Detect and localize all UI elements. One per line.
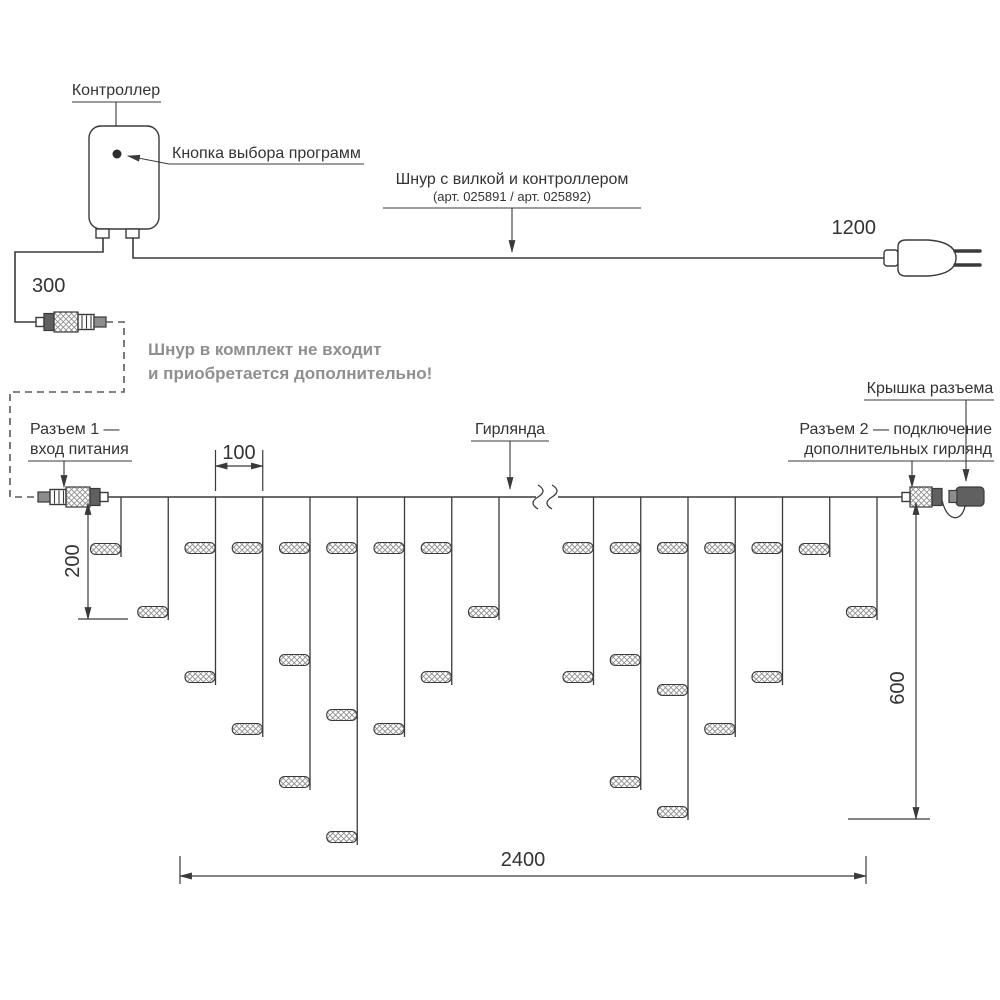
program-button-label: Кнопка выбора программ (172, 145, 361, 162)
lamp (231, 722, 263, 736)
lamp (845, 605, 878, 619)
lamp (278, 775, 311, 789)
connector1-label-line2: вход питания (30, 441, 129, 458)
cap-tether (941, 499, 966, 519)
connector2-label-line1: Разъем 2 — подключение (799, 421, 992, 438)
controller-box (88, 125, 160, 230)
lamp (704, 722, 736, 736)
connector-stub (99, 491, 109, 503)
dim-600: 600 (848, 501, 930, 821)
lamp (420, 670, 452, 684)
garland-drops (89, 497, 878, 845)
connector-2 (901, 486, 985, 519)
lamp (704, 541, 736, 555)
break-mark (532, 484, 544, 510)
dim-200-label: 200 (62, 544, 84, 577)
lamp (751, 541, 783, 555)
dim-2400: 2400 (178, 849, 868, 884)
connector-cap (955, 486, 985, 507)
connector1-label-line1: Разъем 1 — (30, 421, 120, 438)
plug-body (897, 239, 957, 277)
lamp (184, 670, 216, 684)
garland-label: Гирлянда (475, 421, 545, 438)
lamp (656, 683, 689, 697)
garland-callout: Гирлянда (471, 421, 549, 491)
not-included-note-line1: Шнур в комплект не входит (148, 340, 381, 359)
connector-stub (35, 316, 45, 328)
lamp (609, 541, 641, 555)
lamp (184, 541, 216, 555)
dim-200: 200 (62, 501, 128, 621)
lamp (562, 541, 594, 555)
lamp (373, 722, 405, 736)
connector2-label-line2: дополнительных гирлянд (804, 441, 992, 458)
lamp (656, 805, 689, 819)
controller-label: Контроллер (72, 82, 160, 99)
power-plug (883, 239, 982, 277)
plug-cord (132, 238, 884, 259)
lamp (278, 541, 311, 555)
extension-cord-dashed (9, 321, 125, 498)
cord-art-label: (арт. 025891 / арт. 025892) (433, 189, 591, 204)
connector2-callout: Разъем 2 — подключение дополнительных ги… (788, 421, 994, 489)
cord-label: Шнур с вилкой и контроллером (396, 171, 629, 188)
break-mark (546, 484, 558, 510)
lamp (231, 541, 263, 555)
connector-knurl (65, 486, 91, 508)
lamp (89, 542, 122, 556)
lamp (798, 542, 830, 556)
power-input-cord (14, 238, 104, 323)
not-included-note-line2: и приобретается дополнительно! (148, 364, 432, 383)
connector-nut (89, 487, 101, 507)
lamp (609, 653, 641, 667)
lamp (278, 653, 311, 667)
connector-tip (37, 491, 51, 503)
connector-nut (43, 312, 55, 332)
dim-600-label: 600 (887, 671, 909, 704)
connector-stub (901, 491, 911, 503)
lamp (420, 541, 452, 555)
connector-1 (37, 486, 109, 508)
lamp (562, 670, 594, 684)
connector-knurl (909, 486, 933, 508)
power-cord-connector (35, 311, 107, 333)
dim-1200-label: 1200 (832, 217, 877, 239)
lamp (609, 775, 641, 789)
cap-callout: Крышка разъема (864, 380, 994, 483)
dim-300-label: 300 (32, 275, 65, 297)
program-button-callout: Кнопка выбора программ (126, 145, 364, 165)
cord-callout: Шнур с вилкой и контроллером (арт. 02589… (383, 171, 641, 254)
dim-100: 100 (214, 442, 264, 491)
cap-label: Крышка разъема (867, 380, 994, 397)
connector-tip (93, 316, 107, 328)
lamp (326, 708, 358, 722)
controller-outlet-left (95, 228, 110, 239)
cap-collar (948, 489, 958, 504)
lamp (656, 541, 689, 555)
connector1-callout: Разъем 1 — вход питания (28, 421, 132, 489)
dim-100-label: 100 (222, 442, 255, 464)
plug-boot (883, 249, 899, 267)
program-select-button (112, 149, 122, 159)
controller-group: Контроллер (72, 82, 161, 239)
lamp (373, 541, 405, 555)
program-button-arrow (126, 154, 170, 165)
connector-knurl (53, 311, 79, 333)
lamp (326, 541, 358, 555)
lamp (467, 605, 500, 619)
controller-outlet-right (125, 228, 140, 239)
lamp (751, 670, 783, 684)
dim-2400-label: 2400 (501, 849, 546, 871)
lamp (326, 830, 358, 844)
lamp (137, 605, 169, 619)
connector-nut (931, 487, 943, 507)
